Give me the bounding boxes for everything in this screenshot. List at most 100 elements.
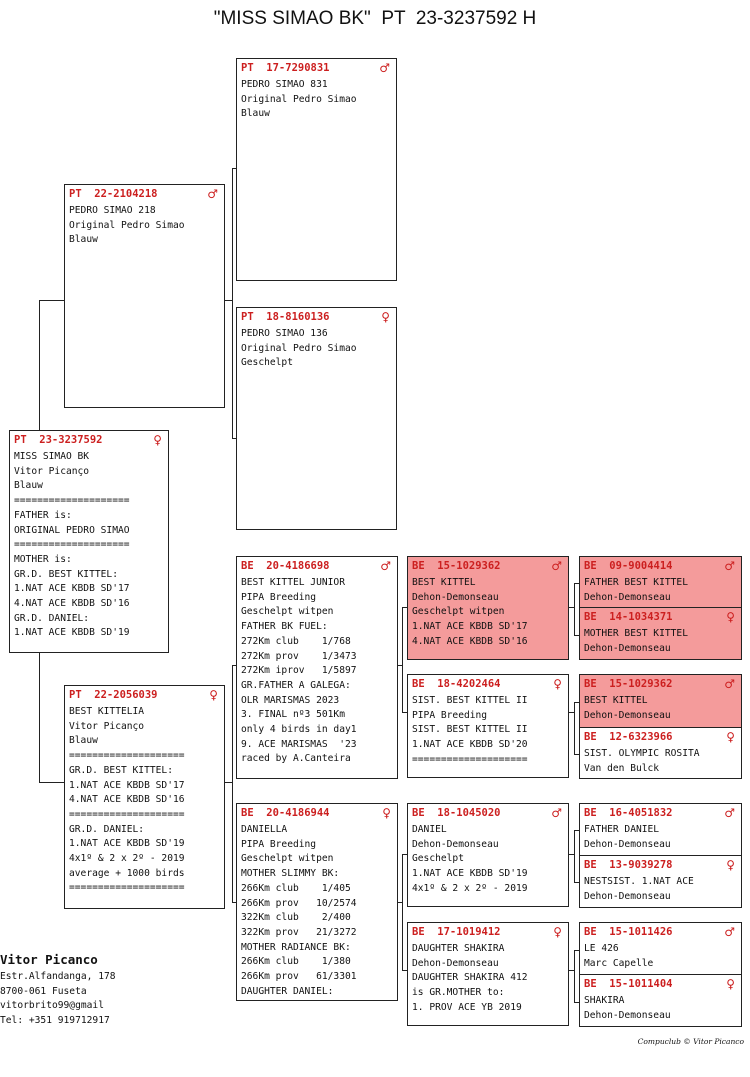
detail-line: SHAKIRA <box>584 995 625 1006</box>
ring-number: PT 17-7290831 <box>241 62 330 74</box>
ring-header: BE 13-9039278♀ <box>584 858 737 873</box>
ring-number: BE 15-1011426 <box>584 926 673 938</box>
connector-line <box>402 854 408 855</box>
ring-header: PT 18-8160136♀ <box>241 310 392 325</box>
female-symbol-icon: ♀ <box>726 730 735 744</box>
ring-number: BE 15-1011404 <box>584 978 673 990</box>
ring-header: BE 12-6323966♀ <box>584 730 737 745</box>
ring-number: PT 22-2056039 <box>69 689 158 701</box>
ring-header: BE 15-1029362♂ <box>412 559 564 574</box>
female-symbol-icon: ♀ <box>553 925 562 939</box>
ring-number: BE 18-1045020 <box>412 807 501 819</box>
detail-line: raced by A.Canteira <box>241 753 351 765</box>
detail-line: Dehon-Demonseau <box>584 890 671 902</box>
connector-line <box>402 607 408 608</box>
male-symbol-icon: ♂ <box>724 559 735 573</box>
detail-line: BEST KITTEL JUNIOR <box>241 577 345 588</box>
detail-line: 9. ACE MARISMAS '23 <box>241 738 357 750</box>
connector-line <box>574 830 575 882</box>
connector-line <box>232 902 237 903</box>
detail-line: FATHER is: <box>14 509 72 521</box>
detail-line: 4.NAT ACE KBDB SD'16 <box>14 598 130 610</box>
connector-line <box>574 830 580 831</box>
detail-line: Van den Bulck <box>584 762 660 774</box>
connector-line <box>574 702 580 703</box>
detail-line: Dehon-Demonseau <box>412 838 499 850</box>
ring-number: BE 09-9004414 <box>584 560 673 572</box>
detail-line: 1.NAT ACE KBDB SD'20 <box>412 739 528 751</box>
detail-line: 272Km iprov 1/5897 <box>241 665 357 677</box>
detail-line: GR.D. DANIEL: <box>69 823 145 835</box>
detail-line: Marc Capelle <box>584 957 654 969</box>
detail-line: GR.D. BEST KITTEL: <box>69 764 173 776</box>
owner-phone: Tel: +351 919712917 <box>0 1015 110 1027</box>
detail-line: FATHER BEST KITTEL <box>584 577 688 588</box>
detail-line: 1.NAT ACE KBDB SD'17 <box>412 621 528 633</box>
female-symbol-icon: ♀ <box>726 610 735 624</box>
connector-line <box>568 712 575 713</box>
detail-line: Geschelpt witpen <box>241 606 334 618</box>
ring-number: PT 18-8160136 <box>241 311 330 323</box>
connector-line <box>568 970 575 971</box>
connector-line <box>39 652 40 782</box>
detail-line: Dehon-Demonseau <box>584 1009 671 1021</box>
detail-line: 1. PROV ACE YB 2019 <box>412 1001 522 1013</box>
male-symbol-icon: ♂ <box>379 61 390 75</box>
detail-line: Dehon-Demonseau <box>412 957 499 969</box>
ring-number: BE 16-4051832 <box>584 807 673 819</box>
detail-line: Vitor Picanço <box>14 465 90 477</box>
detail-line: DAUGHTER SHAKIRA <box>412 943 505 954</box>
detail-line: 1.NAT ACE KBDB SD'19 <box>241 999 393 1000</box>
great-great-grandparent-card: BE 09-9004414 ♂ FATHER BEST KITTEL Dehon-De… <box>579 556 742 608</box>
detail-line: ORIGINAL PEDRO SIMAO <box>14 524 130 536</box>
detail-line: Dehon-Demonseau <box>584 709 671 721</box>
great-great-grandparent-card: BE 15-1011404♀ SHAKIRA Dehon-Demonseau <box>579 974 742 1027</box>
detail-line: ==================== <box>14 539 130 551</box>
connector-line <box>39 300 40 431</box>
ring-header: BE 15-1011404♀ <box>584 977 737 992</box>
owner-email: vitorbrito99@gmail <box>0 1000 104 1012</box>
detail-line: BEST KITTELIA <box>69 706 145 717</box>
connector-line <box>574 583 580 584</box>
detail-line: Dehon-Demonseau <box>584 591 671 603</box>
ring-number: BE 15-1029362 <box>412 560 501 572</box>
detail-line: Geschelpt witpen <box>412 606 505 618</box>
detail-line: MOTHER RADIANCE BK: <box>241 941 351 953</box>
connector-line <box>568 854 575 855</box>
detail-line: DANIEL <box>412 824 447 835</box>
ring-number: BE 17-1019412 <box>412 926 501 938</box>
detail-line: 322Km prov 21/3272 <box>241 926 357 938</box>
owner-city: 8700-061 Fuseta <box>0 985 87 997</box>
detail-line: PEDRO SIMAO 831 <box>241 79 328 90</box>
detail-line: SIST. BEST KITTEL II <box>412 695 528 706</box>
detail-line: 3. FINAL nº3 501Km <box>241 709 345 721</box>
connector-line <box>568 607 575 608</box>
ring-number: BE 14-1034371 <box>584 611 673 623</box>
detail-line: MISS SIMAO BK <box>14 451 90 462</box>
detail-line: 4x1º & 2 x 2º - 2019 <box>69 853 185 865</box>
detail-line: 4.NAT ACE KBDB SD'16 <box>69 794 185 806</box>
female-symbol-icon: ♀ <box>553 677 562 691</box>
detail-line: ==================== <box>14 495 130 507</box>
ring-number: BE 20-4186944 <box>241 807 330 819</box>
detail-line: GR.D. DANIEL: <box>14 612 90 624</box>
ring-header: BE 15-1029362♂ <box>584 677 737 692</box>
pigeon-details: FATHER BEST KITTEL Dehon-Demonseau <box>584 576 737 605</box>
detail-line: Original Pedro Simao <box>69 219 185 231</box>
great-grandmother-card: BE 17-1019412 ♀ DAUGHTER SHAKIRA Dehon-Demo… <box>407 922 569 1026</box>
detail-line: BEST KITTEL <box>412 577 476 588</box>
male-symbol-icon: ♂ <box>380 559 391 573</box>
ring-number: BE 15-1029362 <box>584 678 673 690</box>
